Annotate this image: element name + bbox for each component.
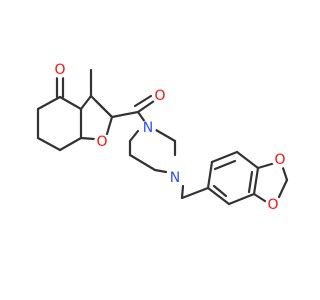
bond — [36, 95, 62, 111]
bond — [79, 136, 96, 141]
bond — [235, 150, 260, 170]
dioxole-oxygen-top-atom: O — [272, 152, 288, 168]
piperazine-nitrogen-bottom-label: N — [170, 170, 180, 186]
dioxole-oxygen-bottom-atom: O — [265, 197, 281, 213]
bond — [281, 166, 289, 182]
bond — [180, 184, 185, 200]
bond — [105, 115, 114, 136]
ketone-oxygen-label: O — [54, 62, 65, 78]
dioxole-oxygen-top-label: O — [274, 152, 285, 168]
amide-oxygen-label: O — [154, 88, 165, 104]
piperazine-nitrogen-bottom-atom: N — [167, 170, 183, 186]
furan-oxygen-atom: O — [94, 134, 110, 150]
bond — [256, 161, 277, 170]
molecule-structure-diagram: O O O N N O O — [36, 62, 289, 213]
bond — [153, 168, 168, 174]
bond — [128, 153, 157, 172]
bond — [110, 110, 140, 119]
bond — [227, 192, 256, 206]
atom-layer: O O O N N O O — [52, 62, 288, 213]
bond — [252, 166, 260, 196]
bond — [180, 186, 210, 200]
bond — [133, 94, 153, 108]
bond — [206, 186, 231, 206]
piperazine-nitrogen-top-label: N — [143, 120, 153, 136]
bond — [213, 159, 237, 171]
bond-layer — [36, 68, 289, 206]
bond — [247, 170, 254, 194]
bond — [58, 136, 83, 152]
bond — [79, 94, 93, 111]
bond — [252, 192, 270, 205]
bond — [154, 128, 177, 143]
bond — [206, 160, 214, 190]
bond — [94, 99, 113, 118]
bond — [36, 136, 62, 152]
dioxole-oxygen-bottom-label: O — [267, 197, 278, 213]
bond — [128, 129, 140, 143]
bond — [136, 99, 156, 114]
furan-oxygen-label: O — [96, 134, 107, 150]
bond — [58, 95, 83, 111]
bond — [277, 178, 289, 199]
piperazine-nitrogen-top-atom: N — [140, 120, 156, 136]
ketone-oxygen-atom: O — [52, 62, 68, 78]
bond — [212, 184, 228, 198]
bond — [210, 150, 239, 164]
bond — [136, 110, 147, 124]
amide-oxygen-atom: O — [152, 88, 168, 104]
